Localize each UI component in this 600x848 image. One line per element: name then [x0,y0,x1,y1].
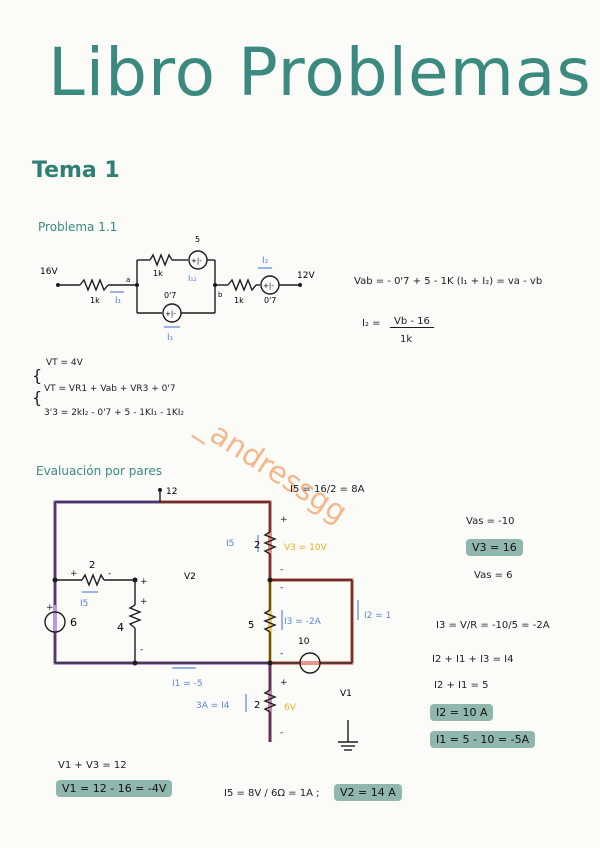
note-i5-calc: I5 = 8V / 6Ω = 1A ; [224,788,320,799]
c1-src-right-val: 0'7 [264,296,276,305]
svg-text:+: + [280,678,288,688]
note-v1-box: V1 = 12 - 16 = -4V [56,780,173,797]
eq-i2-numerator: Vb - 16 [390,316,434,328]
c1-src-bottom-val: 0'7 [164,291,176,300]
c2-r-left: 2 [89,560,95,571]
note-v3-box: V3 = 16 [466,539,523,556]
svg-text:+: + [140,597,148,607]
evaluation-title: Evaluación por pares [36,464,163,478]
c1-src-top-val: 5 [195,235,200,244]
c2-i5-left: I5 [80,599,88,609]
c2-r-bottom-right: 2 [254,700,260,711]
c2-top-v: 12 [166,487,177,497]
note-sum: I2 + I1 = 5 [434,680,489,691]
svg-text:-: - [280,583,283,593]
c2-src-left: 6 [70,616,77,629]
c1-node-b: b [218,291,223,299]
c1-src-top-sign: +|- [191,257,202,265]
c1-src-bottom-sign: +|- [165,310,176,318]
note-i2-box: I2 = 10 A [430,704,494,721]
page-title: Libro Problemas [48,34,592,111]
c1-r1-label: 1k [90,296,100,305]
c2-v1: V1 [340,689,352,699]
circuit-2-diagram: 12 2 4 2 5 2 6 10 I5 I5 V3 = 10V I3 = -2… [44,487,390,751]
c2-v3: V3 = 10V [284,543,328,553]
svg-text:-: - [280,565,283,575]
c1-i1: I₁ [115,296,122,306]
c1-v-right: 12V [297,271,315,281]
svg-text:-: - [280,649,283,659]
svg-text:+: + [46,603,54,613]
c2-r-mid: 4 [117,621,124,634]
c2-i4: 3A = I4 [196,701,230,711]
note-vas: Vas = -10 [466,516,515,527]
note-i1-box: I1 = 5 - 10 = -5A [430,731,536,748]
c2-v2: V2 [184,572,196,582]
svg-text:+: + [70,569,78,579]
c2-i5: I5 [226,539,234,549]
eq-vt: VT = 4V [46,358,83,368]
note-v1v3: V1 + V3 = 12 [58,760,127,771]
note-kcl: I2 + I1 + I3 = I4 [432,654,514,665]
eq-kvl: 3'3 = 2kI₂ - 0'7 + 5 - 1KI₁ - 1KI₂ [44,408,184,418]
c1-node-a: a [126,276,130,284]
eq-i2-denominator: 1k [400,334,413,345]
eq-vt-sum: VT = VR1 + Vab + VR3 + 0'7 [44,384,176,394]
svg-text:-: - [108,569,111,579]
c1-v-left: 16V [40,267,58,277]
eq-i2-lhs: I₂ = [362,318,381,329]
c2-r-middle-right: 5 [248,620,254,631]
note-i3: I3 = V/R = -10/5 = -2A [436,620,550,631]
svg-text:-: - [140,645,143,655]
note-v2-box: V2 = 14 A [334,784,402,801]
c1-i12: I₁₂ [188,274,197,283]
svg-text:-: - [280,728,283,738]
brace-bottom: { [32,388,43,407]
c1-i2: I₂ [262,256,269,266]
c1-src-right-sign: +|- [263,282,274,290]
c1-r2-label: 1k [153,269,163,278]
svg-text:+: + [280,515,288,525]
eq-vab: Vab = - 0'7 + 5 - 1K (I₁ + I₂) = va - vb [354,276,543,287]
circuit-1-diagram: 16V 12V 1k 1k 1k 5 +|- 0'7 +|- 0'7 +|- a… [40,235,315,343]
c2-i3: I3 = -2A [284,617,322,627]
c2-v6: 6V [284,703,297,713]
problem-title: Problema 1.1 [38,220,118,234]
c1-i1-bottom: I₁ [167,333,174,343]
note-i5: I5 = 16/2 = 8A [290,484,365,495]
note-v4: Vas = 6 [474,570,513,581]
c2-i1: I1 = -5 [172,679,203,689]
c2-i2: I2 = 10 [364,611,390,621]
c2-r-top-right: 2 [254,540,260,551]
brace-top: { [32,366,43,385]
svg-text:+: + [140,577,148,587]
c1-r3-label: 1k [234,296,244,305]
c2-src-right: 10 [298,637,310,647]
section-title: Tema 1 [32,158,120,183]
